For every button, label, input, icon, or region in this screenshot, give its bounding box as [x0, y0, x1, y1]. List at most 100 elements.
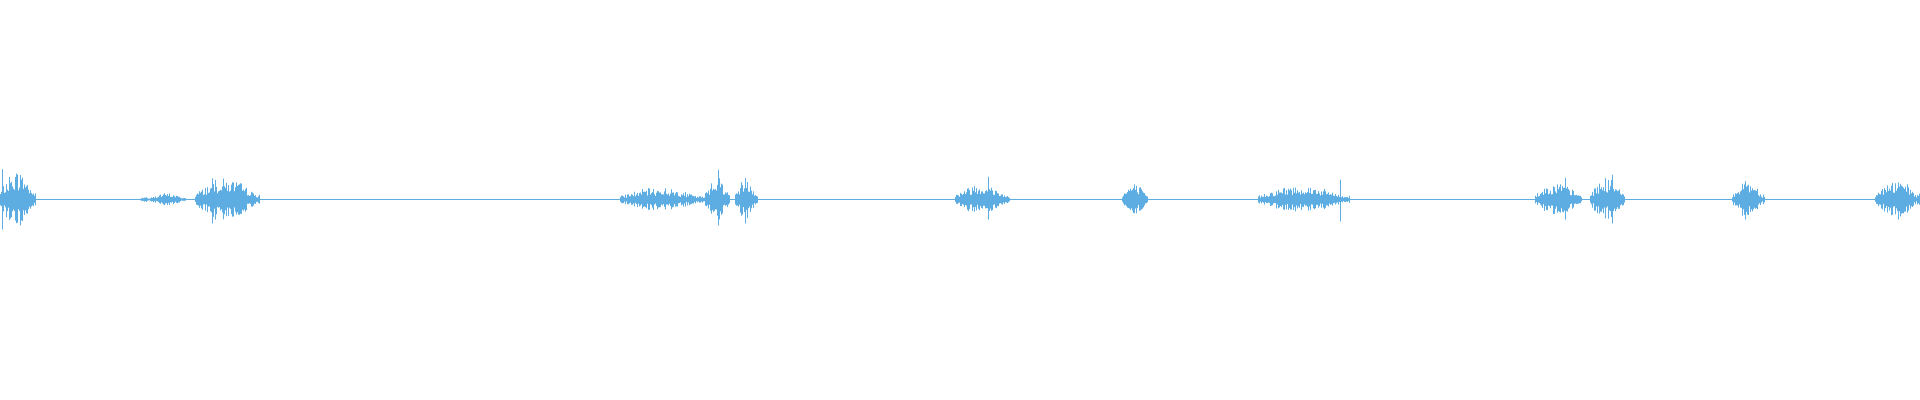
waveform-sample — [640, 192, 641, 206]
waveform-sample — [991, 187, 992, 211]
waveform-sample — [1294, 192, 1295, 208]
waveform-sample — [1286, 190, 1287, 210]
waveform-sample — [159, 195, 160, 204]
waveform-sample — [698, 197, 699, 202]
waveform-sample — [5, 192, 6, 208]
waveform-sample — [741, 182, 742, 216]
waveform-sample — [1274, 196, 1275, 204]
waveform-sample — [1262, 196, 1263, 202]
waveform-sample — [989, 189, 990, 211]
waveform-sample — [1912, 191, 1913, 207]
waveform-sample — [1539, 196, 1540, 204]
waveform-sample — [235, 187, 236, 212]
waveform-sample — [195, 197, 196, 202]
waveform-sample — [1127, 192, 1128, 208]
waveform-sample — [199, 191, 200, 208]
waveform-sample — [1613, 189, 1614, 212]
waveform-sample — [1284, 187, 1285, 210]
waveform-sample — [1606, 191, 1607, 208]
waveform-sample — [709, 194, 710, 205]
waveform-sample — [140, 198, 141, 201]
waveform-sample — [988, 176, 989, 220]
waveform-sample — [1323, 191, 1324, 208]
waveform-sample — [1764, 196, 1765, 203]
waveform-sample — [720, 187, 721, 212]
waveform-sample — [1899, 186, 1900, 212]
waveform-sample — [670, 193, 671, 207]
waveform-sample — [144, 197, 145, 202]
waveform-sample — [163, 194, 164, 205]
waveform-sample — [1915, 195, 1916, 205]
waveform-sample — [1304, 194, 1305, 205]
waveform-sample — [742, 184, 743, 215]
waveform-sample — [1144, 193, 1145, 206]
waveform-sample — [1916, 197, 1917, 202]
waveform-sample — [1538, 196, 1539, 203]
waveform-sample — [1141, 189, 1142, 210]
waveform-sample — [727, 192, 728, 208]
waveform-sample — [234, 191, 235, 208]
waveform-sample — [1330, 194, 1331, 205]
waveform-sample — [745, 178, 746, 224]
waveform-sample — [1003, 196, 1004, 203]
waveform-sample — [639, 193, 640, 207]
waveform-sample — [696, 197, 697, 202]
waveform-sample — [998, 193, 999, 207]
waveform-sample — [175, 197, 176, 202]
waveform-sample — [1124, 193, 1125, 206]
waveform-sample — [1319, 193, 1320, 207]
waveform-sample — [28, 189, 29, 210]
waveform-sample — [625, 194, 626, 205]
waveform-sample — [1005, 197, 1006, 203]
waveform-sample — [717, 184, 718, 216]
waveform-sample — [183, 198, 184, 201]
waveform-sample — [983, 193, 984, 206]
waveform-sample — [1620, 193, 1621, 206]
waveform-sample — [1275, 195, 1276, 204]
waveform-sample — [641, 194, 642, 205]
waveform-sample — [207, 187, 208, 213]
waveform-sample — [1260, 197, 1261, 202]
waveform-sample — [725, 192, 726, 206]
waveform-sample — [211, 188, 212, 213]
waveform-sample — [683, 193, 684, 207]
waveform-sample — [1752, 188, 1753, 212]
waveform-sample — [4, 192, 5, 206]
waveform-sample — [180, 197, 181, 202]
waveform-sample — [25, 187, 26, 211]
waveform-sample — [975, 192, 976, 207]
waveform-sample — [704, 197, 705, 202]
waveform-sample — [967, 188, 968, 210]
waveform-sample — [1572, 189, 1573, 209]
waveform-sample — [153, 197, 154, 203]
waveform-sample — [249, 195, 250, 204]
waveform-sample — [182, 198, 183, 201]
waveform-sample — [1598, 193, 1599, 207]
waveform-sample — [1129, 190, 1130, 209]
waveform-sample — [1327, 193, 1328, 206]
waveform-sample — [955, 197, 956, 203]
waveform-sample — [743, 191, 744, 208]
waveform-sample — [1287, 194, 1288, 204]
waveform-sample — [32, 194, 33, 206]
waveform-sample — [752, 194, 753, 205]
waveform-sample — [178, 196, 179, 203]
waveform-sample — [1753, 190, 1754, 210]
waveform-samples — [0, 169, 1920, 230]
waveform-sample — [1134, 184, 1135, 214]
waveform-sample — [231, 184, 232, 215]
waveform-sample — [970, 194, 971, 205]
waveform-sample — [1732, 197, 1733, 202]
waveform-sample — [992, 190, 993, 211]
waveform-sample — [1569, 190, 1570, 208]
waveform-sample — [700, 196, 701, 203]
waveform-sample — [1136, 185, 1137, 214]
waveform-sample — [240, 183, 241, 214]
waveform-sample — [677, 192, 678, 207]
waveform-sample — [628, 194, 629, 205]
waveform-sample — [697, 196, 698, 202]
waveform-sample — [1347, 196, 1348, 202]
waveform-sample — [1907, 184, 1908, 213]
waveform-sample — [256, 197, 257, 202]
